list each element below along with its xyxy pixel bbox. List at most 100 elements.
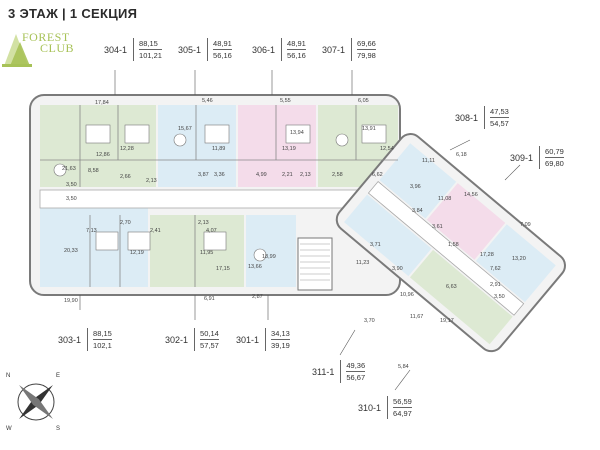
compass-east: E	[56, 373, 60, 379]
area-living: 88,15	[139, 39, 158, 48]
apartment-label-308: 308-1 47,53 54,57	[455, 106, 509, 129]
area-living: 47,53	[490, 107, 509, 116]
zone-apartment-302	[150, 215, 244, 287]
apartment-number: 307-1	[322, 44, 346, 55]
area-living: 56,59	[393, 397, 412, 406]
area-total: 56,16	[287, 51, 306, 60]
callout-lines	[79, 70, 521, 391]
compass-north: N	[6, 373, 10, 379]
room-area-label: 6,18	[456, 152, 467, 158]
room-area-label: 4,99	[256, 172, 267, 178]
area-total: 69,80	[545, 159, 564, 168]
room-area-label: 13,19	[282, 146, 296, 152]
compass-rose-icon: N E S W	[6, 373, 60, 432]
building-right-wing	[335, 133, 566, 353]
area-living: 88,15	[93, 329, 112, 338]
room-area-label: 7,13	[86, 228, 97, 234]
room-area-label: 4,07	[206, 228, 217, 234]
apartment-number: 301-1	[236, 334, 260, 345]
room-area-label: 11,67	[410, 314, 423, 320]
room-area-label: 14,56	[464, 192, 478, 198]
apartment-number: 309-1	[510, 152, 534, 163]
room-area-label: 13,20	[512, 256, 526, 262]
room-area-label: 2,70	[120, 220, 131, 226]
room-area-label: 2,13	[300, 172, 311, 178]
furniture	[53, 124, 387, 262]
apartment-label-306: 306-1 48,91 56,16	[252, 38, 306, 61]
room-area-label: 5,84	[398, 364, 409, 370]
compass-west: W	[6, 426, 12, 432]
room-area-label: 12,54	[380, 146, 394, 152]
apartment-number: 308-1	[455, 112, 479, 123]
room-area-label: 3,50	[494, 294, 505, 300]
room-area-label: 8,58	[88, 168, 99, 174]
apartment-label-309: 309-1 60,79 69,80	[510, 146, 564, 169]
room-area-label: 12,19	[130, 250, 144, 256]
area-living: 60,79	[545, 147, 564, 156]
stairwell	[297, 237, 333, 291]
room-area-label: 13,66	[248, 264, 262, 270]
room-area-label: 19,17	[440, 318, 454, 324]
room-area-label: 17,15	[216, 266, 230, 272]
zone-apartment-306	[238, 105, 316, 187]
room-area-label: 10,96	[400, 292, 414, 298]
room-area-label: 20,33	[64, 248, 78, 254]
interior-walls	[40, 105, 398, 287]
apartment-label-307: 307-1 69,66 79,98	[322, 38, 376, 61]
area-living: 69,66	[357, 39, 376, 48]
area-total: 54,57	[490, 119, 509, 128]
room-area-label: 6,91	[204, 296, 215, 302]
room-area-label: 3,36	[214, 172, 225, 178]
area-living: 49,36	[346, 361, 366, 370]
room-area-label: 2,87	[252, 294, 263, 300]
page-title: 3 ЭТАЖ | 1 СЕКЦИЯ	[8, 6, 138, 21]
room-area-label: 6,63	[446, 284, 457, 290]
room-area-label: 11,23	[356, 260, 369, 266]
logo-wordmark: FOREST CLUB	[22, 30, 75, 55]
room-area-label: 2,13	[198, 220, 209, 226]
apartment-number: 305-1	[178, 44, 202, 55]
zone-apartment-305	[158, 105, 236, 187]
room-area-label: 3,50	[66, 196, 77, 202]
apartment-number: 306-1	[252, 44, 276, 55]
room-area-label: 3,96	[410, 184, 421, 190]
room-area-label: 11,95	[200, 250, 213, 256]
area-total: 56,67	[346, 373, 366, 382]
room-area-label: 6,05	[358, 98, 369, 104]
logo-line-1: FOREST	[22, 30, 70, 44]
logo-line-2: CLUB	[40, 41, 75, 55]
room-area-label: 6,62	[372, 172, 383, 178]
compass-south: S	[56, 426, 60, 432]
room-area-label: 18,99	[262, 254, 276, 260]
room-area-label: 3,87	[198, 172, 209, 178]
room-area-label: 3,61	[432, 224, 443, 230]
room-area-label: 19,90	[64, 298, 78, 304]
room-area-label: 5,55	[280, 98, 291, 104]
apartment-number: 302-1	[165, 334, 189, 345]
room-area-label: 11,08	[438, 196, 451, 202]
room-area-label: 17,84	[95, 100, 109, 106]
room-area-label: 7,09	[520, 222, 531, 228]
room-area-label: 12,86	[96, 152, 110, 158]
room-area-label: 12,28	[120, 146, 134, 152]
area-total: 101,21	[139, 51, 162, 60]
room-area-label: 1,58	[448, 242, 459, 248]
room-area-label: 11,11	[422, 158, 435, 164]
room-area-label: 2,66	[120, 174, 131, 180]
area-total: 64,97	[393, 409, 412, 418]
area-total: 39,19	[271, 341, 290, 350]
room-area-label: 13,91	[362, 126, 376, 132]
room-area-label: 2,21	[282, 172, 293, 178]
zone-apartment-301	[246, 215, 296, 287]
logo-tree-icon	[2, 34, 32, 67]
area-living: 48,91	[287, 39, 306, 48]
area-total: 79,98	[357, 51, 376, 60]
corridor	[39, 189, 381, 209]
